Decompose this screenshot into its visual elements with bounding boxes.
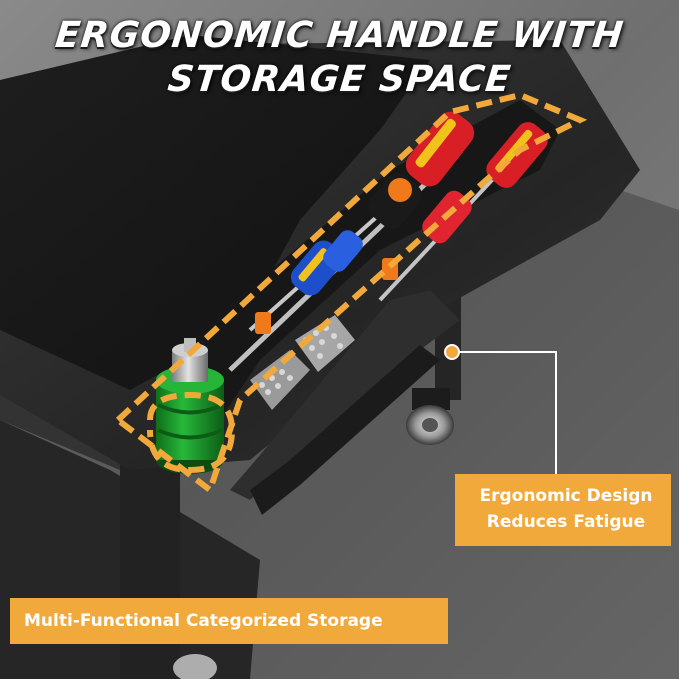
storage-highlight-outline: [113, 91, 588, 495]
storage-callout: Multi-Functional Categorized Storage: [10, 598, 448, 644]
callout-connector: [452, 351, 557, 474]
headline-line-1: ERGONOMIC HANDLE WITH: [53, 15, 626, 56]
headline-line-2: STORAGE SPACE: [165, 59, 514, 100]
ergonomic-callout-line-1: Ergonomic Design: [479, 486, 653, 506]
callout-dot-icon: [444, 344, 460, 360]
ergonomic-callout-line-2: Reduces Fatigue: [486, 512, 646, 532]
caster-wheel: [406, 388, 454, 445]
ergonomic-callout: Ergonomic Design Reduces Fatigue: [455, 474, 671, 546]
